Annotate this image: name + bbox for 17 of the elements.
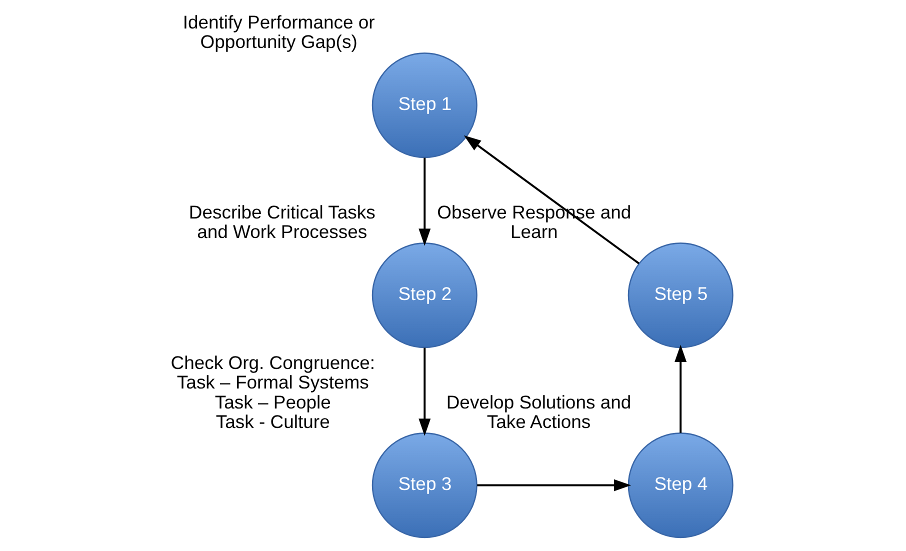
arrow	[674, 344, 687, 433]
arrow	[464, 135, 640, 264]
node-circle: Step 5	[628, 242, 734, 348]
node-circle: Step 2	[372, 242, 478, 348]
node-label: Task - Culture	[216, 411, 330, 432]
node-label: Develop Solutions and Take Actions	[446, 391, 632, 432]
node-label: Identify Performance or Opportunity Gap(s)	[182, 11, 375, 52]
node-circle: Step 1	[372, 52, 478, 158]
arrow	[418, 348, 431, 436]
node-label: Task – Formal Systems	[176, 372, 369, 393]
node-circle: Step 4	[628, 432, 734, 538]
node-circle: Step 3	[372, 432, 478, 538]
node-label: Task – People	[214, 391, 331, 412]
node-label: Describe Critical Tasks and Work Processes	[188, 201, 376, 242]
arrow	[418, 158, 431, 246]
arrow	[477, 479, 632, 492]
node-label: Check Org. Congruence:	[170, 352, 376, 373]
